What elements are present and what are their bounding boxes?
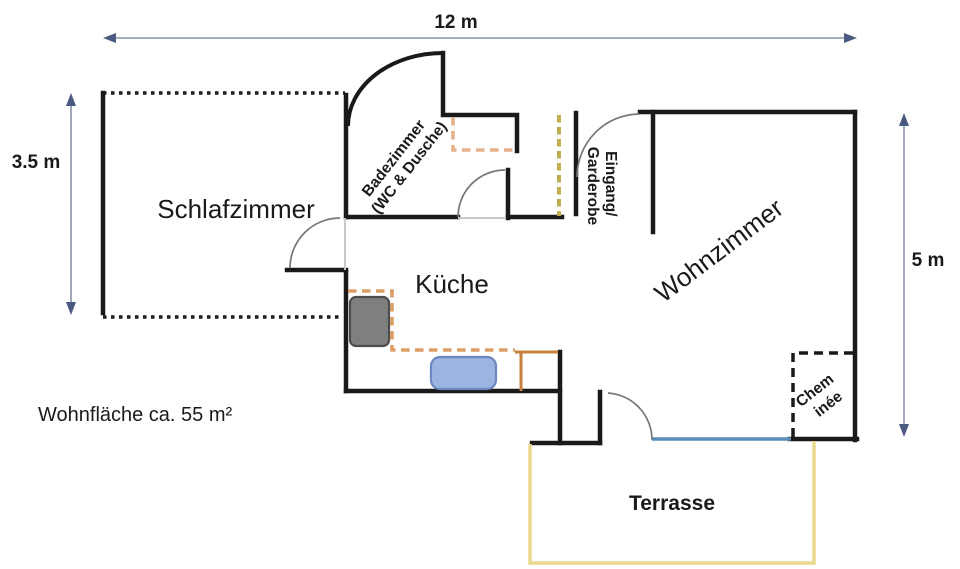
dimension-width-arrow bbox=[103, 33, 857, 43]
door-arcs bbox=[289, 113, 653, 441]
terrasse-label: Terrasse bbox=[629, 492, 715, 515]
area-note: Wohnfläche ca. 55 m² bbox=[38, 404, 233, 426]
schlafzimmer-label: Schlafzimmer bbox=[157, 194, 315, 224]
kitchen-counter-dashed bbox=[348, 289, 515, 352]
schlafzimmer-door-arc bbox=[289, 217, 341, 269]
dimension-width-label: 12 m bbox=[434, 12, 477, 33]
bathroom-fixture-dashed bbox=[451, 117, 513, 152]
dimension-left-height-arrow bbox=[66, 93, 76, 315]
kitchen-counter-solid bbox=[515, 350, 558, 391]
wall-bad-top-right bbox=[440, 50, 520, 154]
bad-entry-door-arc bbox=[346, 51, 444, 127]
dimension-right-height-arrow bbox=[899, 113, 909, 437]
eingang-label: Eingang/ Garderobe bbox=[584, 147, 619, 226]
cheminee-dashed-outline bbox=[791, 351, 853, 437]
terrace-door-arc bbox=[607, 392, 653, 441]
dimension-left-height-label: 3.5 m bbox=[12, 152, 61, 173]
terrace-outline bbox=[528, 441, 816, 565]
wohnzimmer-label: Wohnzimmer bbox=[649, 192, 789, 308]
kitchen-appliance bbox=[348, 295, 391, 348]
bad-inner-door-arc bbox=[457, 169, 506, 218]
entrance-door-arc bbox=[576, 113, 640, 178]
door-leaf-lines bbox=[344, 217, 506, 270]
walls-solid bbox=[100, 50, 860, 446]
kitchen-table bbox=[429, 355, 498, 391]
walls-dotted bbox=[103, 91, 853, 437]
kueche-label: Küche bbox=[415, 269, 489, 299]
badezimmer-label: Badezimmer (WC & Dusche) bbox=[354, 107, 451, 217]
cheminee-label: Chem inée bbox=[793, 368, 853, 426]
dimension-right-height-label: 5 m bbox=[912, 250, 945, 271]
